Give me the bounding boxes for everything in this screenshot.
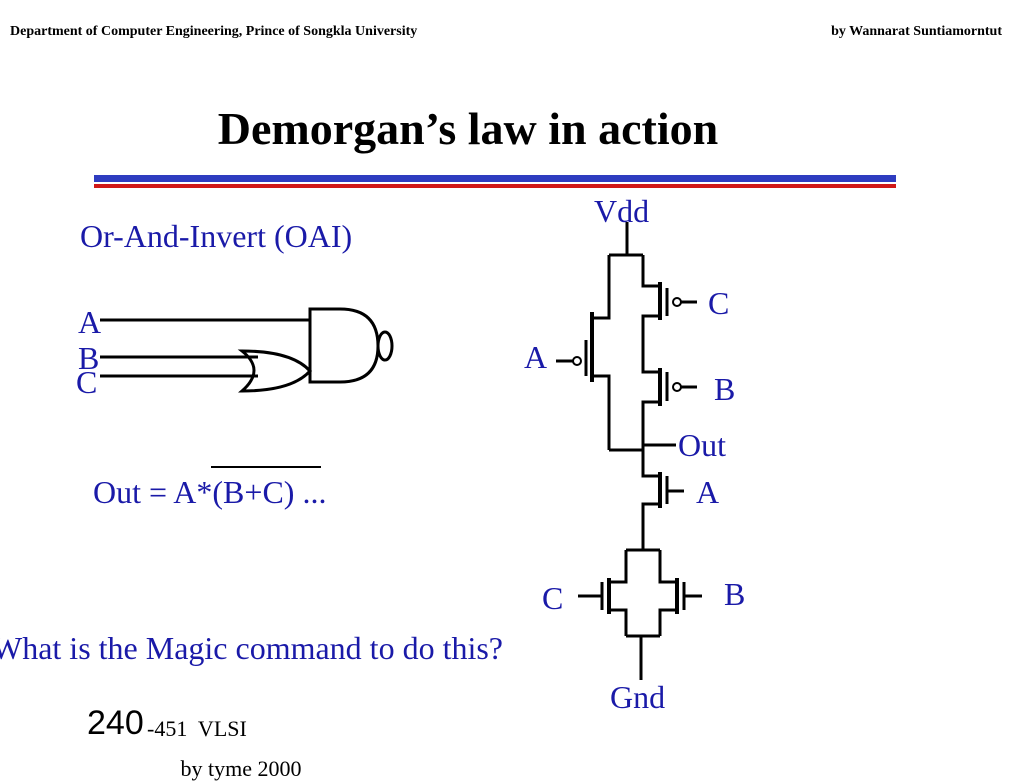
- or-gate-shape: [237, 349, 313, 393]
- pmos-c-bubble: [672, 297, 682, 307]
- footer-course-name: -451 VLSI: [147, 716, 247, 741]
- inversion-bubble: [376, 330, 394, 362]
- output-label: Out: [678, 427, 726, 463]
- gate-input-label-b: B: [78, 340, 100, 376]
- nmos-c-gate-label: C: [542, 580, 564, 616]
- gate-type-label: Or-And-Invert (OAI): [80, 218, 353, 254]
- pmos-c-channel: [641, 255, 660, 288]
- output-equation: Out = A*(B+C) ...: [93, 474, 327, 510]
- nand-gate-shape: [308, 307, 380, 384]
- cmos-schematic: [556, 222, 702, 680]
- header-department: Department of Computer Engineering, Prin…: [10, 24, 418, 39]
- pmos-a-bubble: [572, 356, 582, 366]
- nmos-c-channel: [609, 550, 628, 584]
- pmos-c-gate-label: C: [708, 285, 730, 321]
- footer-credit: by tyme 2000: [87, 756, 302, 781]
- nmos-b-channel: [658, 550, 677, 584]
- nmos-a-gate-label: A: [696, 474, 720, 510]
- gnd-label: Gnd: [610, 679, 666, 715]
- nmos-b-gate-label: B: [724, 576, 746, 612]
- footer-course-number: 240: [87, 704, 144, 742]
- title-rule-blue: [94, 175, 896, 182]
- magic-command-question: What is the Magic command to do this?: [0, 630, 503, 666]
- vdd-label: Vdd: [594, 193, 650, 229]
- pmos-b-gate-label: B: [714, 371, 736, 407]
- title-rule-red: [94, 184, 896, 188]
- nmos-a-channel: [641, 450, 660, 478]
- pmos-a-gate-label: A: [524, 339, 548, 375]
- gate-input-label-a: A: [78, 304, 102, 340]
- pmos-a-channel: [592, 255, 611, 320]
- slide-title: Demorgan’s law in action: [217, 103, 719, 154]
- gate-input-label-c: C: [76, 364, 98, 400]
- header-author: by Wannarat Suntiamorntut: [831, 24, 1002, 39]
- oai-gate-symbol: [100, 307, 394, 393]
- pmos-b-bubble: [672, 382, 682, 392]
